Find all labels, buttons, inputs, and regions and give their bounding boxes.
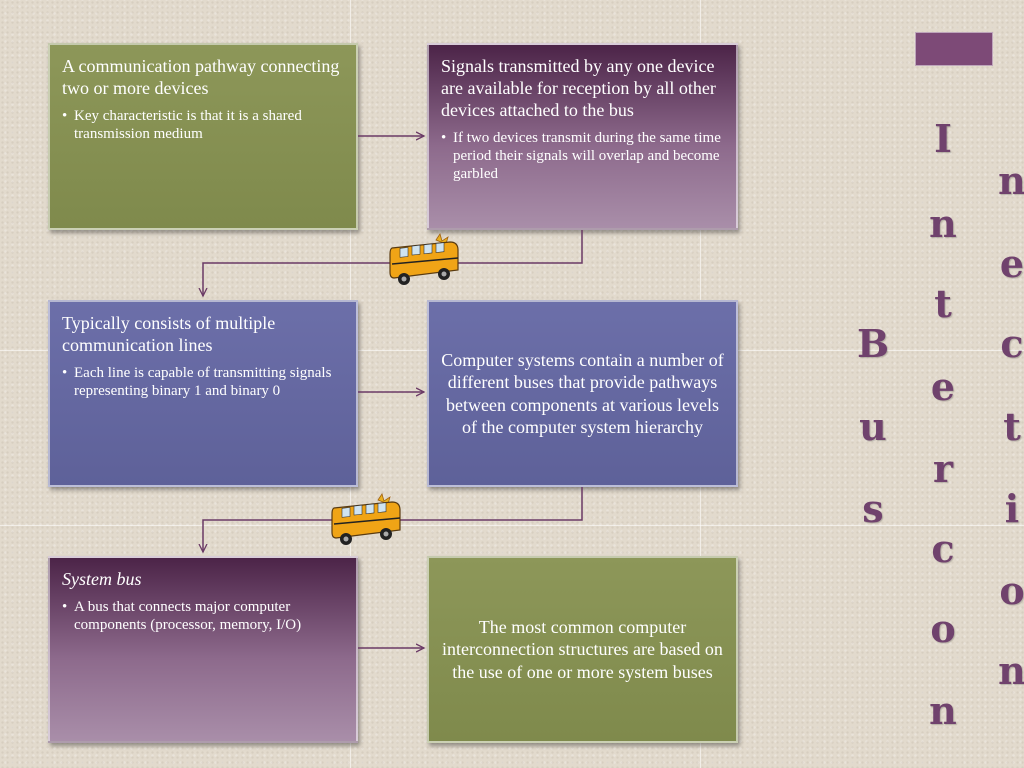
box-heading: Typically consists of multiple communica… bbox=[62, 313, 276, 355]
bullet-list: A bus that connects major computer compo… bbox=[62, 598, 344, 634]
title-letter: s bbox=[862, 486, 884, 531]
bullet-item: Each line is capable of transmitting sig… bbox=[62, 364, 344, 400]
title-letter: o bbox=[999, 568, 1024, 613]
box-multiple-buses: Computer systems contain a number of dif… bbox=[427, 300, 738, 487]
box-communication-lines: Typically consists of multiple communica… bbox=[48, 300, 358, 487]
title-letter: e bbox=[999, 241, 1024, 286]
bullet-item: A bus that connects major computer compo… bbox=[62, 598, 344, 634]
box-heading: System bus bbox=[62, 569, 142, 589]
title-letter: B bbox=[856, 321, 890, 366]
bullet-item: Key characteristic is that it is a share… bbox=[62, 107, 344, 143]
title-accent-bar bbox=[915, 32, 993, 66]
box-text: Computer systems contain a number of dif… bbox=[441, 349, 724, 438]
title-letter: I bbox=[934, 116, 952, 161]
title-letter: n bbox=[998, 158, 1024, 203]
title-letter: t bbox=[1003, 404, 1021, 449]
title-letter: u bbox=[859, 404, 887, 449]
box-common-structures: The most common computer interconnection… bbox=[427, 556, 738, 743]
box-signals: Signals transmitted by any one device ar… bbox=[427, 43, 738, 230]
title-letter: n bbox=[998, 648, 1024, 693]
box-heading: Signals transmitted by any one device ar… bbox=[441, 56, 716, 120]
title-letter: i bbox=[1004, 486, 1020, 531]
bullet-list: Each line is capable of transmitting sig… bbox=[62, 364, 344, 400]
title-letter: n bbox=[929, 688, 957, 733]
box-communication-pathway: A communication pathway connecting two o… bbox=[48, 43, 358, 230]
school-bus-icon bbox=[389, 233, 459, 285]
title-letter: n bbox=[929, 201, 957, 246]
title-letter: t bbox=[934, 281, 952, 326]
box-text: The most common computer interconnection… bbox=[442, 616, 723, 682]
title-letter: o bbox=[930, 606, 956, 651]
title-letter: e bbox=[930, 364, 956, 409]
school-bus-icon bbox=[331, 493, 401, 545]
title-letter: r bbox=[932, 446, 954, 491]
bullet-list: Key characteristic is that it is a share… bbox=[62, 107, 344, 143]
bullet-list: If two devices transmit during the same … bbox=[441, 129, 724, 183]
box-system-bus: System bus A bus that connects major com… bbox=[48, 556, 358, 743]
title-letter: c bbox=[1000, 321, 1024, 366]
box-heading: A communication pathway connecting two o… bbox=[62, 56, 340, 98]
bullet-item: If two devices transmit during the same … bbox=[441, 129, 724, 183]
title-letter: c bbox=[931, 526, 955, 571]
